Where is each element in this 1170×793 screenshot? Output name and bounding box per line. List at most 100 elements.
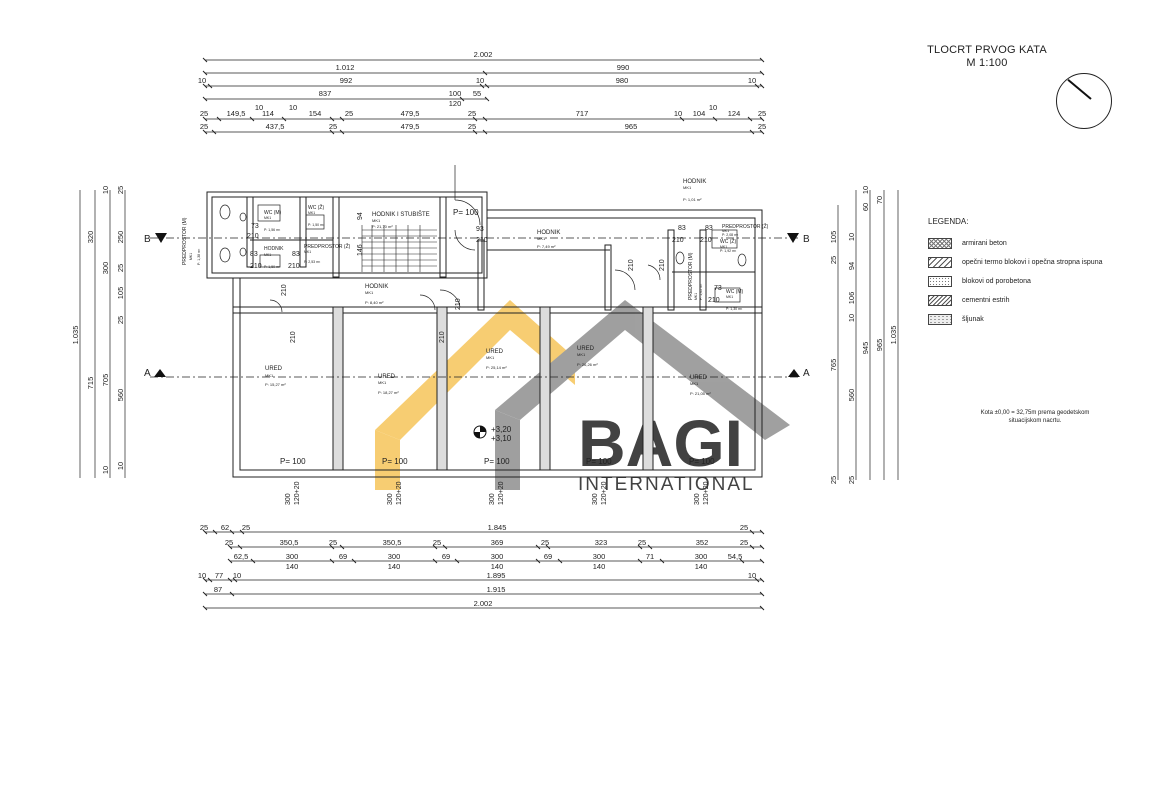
svg-text:WC (M): WC (M) [264, 210, 282, 216]
dim-left-total: 1.035 [71, 326, 80, 345]
elevation-note-line1: Kota ±0,00 = 32,75m prema geodetskom [980, 410, 1090, 416]
svg-text:MK1: MK1 [694, 293, 698, 300]
svg-text:210: 210 [247, 233, 259, 240]
svg-text:350,5: 350,5 [383, 538, 402, 547]
dots-swatch-icon [928, 276, 952, 287]
svg-text:WC (Ž): WC (Ž) [720, 237, 736, 245]
svg-text:P= 100: P= 100 [586, 457, 612, 466]
svg-text:P: 26,26 m²: P: 26,26 m² [577, 362, 598, 367]
svg-text:140: 140 [491, 562, 504, 571]
dim-right-15: 25 [847, 476, 856, 484]
svg-text:350,5: 350,5 [280, 538, 299, 547]
dim-top-17: 114 [262, 109, 274, 118]
level-marker: +3,20 +3,10 [473, 425, 512, 443]
svg-text:210: 210 [628, 259, 635, 271]
svg-text:MK1: MK1 [726, 295, 733, 299]
svg-text:1.915: 1.915 [487, 585, 506, 594]
dim-top-13: 10 [289, 103, 297, 112]
left-dimension-labels: 1.035 715 320 300 250 25 705 105 25 560 … [71, 186, 125, 474]
svg-text:URED: URED [378, 374, 396, 380]
svg-text:83: 83 [705, 225, 713, 232]
svg-text:P: 1,30 m²: P: 1,30 m² [726, 307, 743, 311]
svg-text:25: 25 [200, 523, 208, 532]
svg-text:140: 140 [388, 562, 401, 571]
svg-text:MK1: MK1 [486, 355, 495, 360]
svg-text:62,5: 62,5 [234, 552, 249, 561]
svg-text:369: 369 [491, 538, 504, 547]
svg-text:73: 73 [251, 223, 259, 230]
dim-top-25: 124 [728, 109, 741, 118]
section-markers: B B A A [144, 233, 810, 379]
svg-text:300: 300 [695, 552, 708, 561]
svg-text:URED: URED [265, 366, 283, 372]
svg-text:P= 100: P= 100 [280, 457, 306, 466]
dim-right-4: 560 [847, 389, 856, 402]
dim-top-6: 980 [616, 76, 629, 85]
svg-text:HODNIK I STUBIŠTE: HODNIK I STUBIŠTE [372, 211, 430, 218]
dim-right-8: 94 [847, 262, 856, 270]
dim-top-27: 25 [200, 122, 208, 131]
legend-title: LEGENDA: [928, 217, 969, 226]
legend-item-label: blokovi od porobetona [962, 278, 1031, 285]
svg-text:MK1: MK1 [690, 381, 699, 386]
svg-text:WC (Ž): WC (Ž) [308, 203, 324, 211]
dim-top-22: 717 [576, 109, 589, 118]
dim-top-16: 149,5 [227, 109, 246, 118]
svg-text:210: 210 [288, 263, 300, 270]
window-labels: P= 100 P= 100 P= 100 P= 100 P= 100 P= 10… [280, 208, 715, 466]
svg-text:210: 210 [672, 237, 684, 244]
left-dimensions [79, 190, 126, 478]
dim-left-6: 705 [101, 374, 110, 387]
svg-text:PREDPROSTOR (Ž): PREDPROSTOR (Ž) [722, 222, 769, 230]
svg-text:P: 1,50 m²: P: 1,50 m² [264, 265, 281, 269]
svg-text:10: 10 [748, 571, 756, 580]
svg-text:P: 7,49 m²: P: 7,49 m² [537, 244, 556, 249]
svg-text:210: 210 [700, 237, 712, 244]
dim-right-12: 10 [861, 186, 870, 194]
crosshatch-swatch-icon [928, 238, 952, 249]
svg-text:69: 69 [544, 552, 552, 561]
north-arrow-needle [1067, 78, 1092, 100]
svg-text:120+20: 120+20 [601, 481, 608, 505]
watermark-tagline: INTERNATIONAL [578, 474, 755, 495]
drawing-title-name: TLOCRT PRVOG KATA [927, 44, 1047, 56]
svg-text:25: 25 [433, 538, 441, 547]
svg-text:MK1: MK1 [372, 218, 381, 223]
dim-top-21: 25 [468, 109, 476, 118]
svg-text:120+20: 120+20 [396, 481, 403, 505]
dim-right-3: 765 [829, 359, 838, 372]
svg-text:25: 25 [740, 538, 748, 547]
svg-text:300: 300 [491, 552, 504, 561]
dim-top-5: 10 [476, 76, 484, 85]
gravel-swatch-icon [928, 314, 952, 325]
svg-text:P= 100: P= 100 [484, 457, 510, 466]
watermark-brand: BAGI [578, 406, 743, 480]
dim-top-9: 100 [449, 89, 462, 98]
dim-right-10: 10 [847, 314, 856, 322]
svg-text:210: 210 [439, 331, 446, 343]
svg-text:P: 21,70 m²: P: 21,70 m² [372, 224, 393, 229]
svg-text:300: 300 [285, 493, 292, 505]
svg-text:210: 210 [281, 284, 288, 296]
dim-left-10: 10 [101, 186, 110, 194]
svg-text:83: 83 [292, 251, 300, 258]
svg-text:77: 77 [215, 571, 223, 580]
svg-text:MK1: MK1 [537, 236, 546, 241]
dim-top-19: 25 [345, 109, 353, 118]
dim-left-1: 715 [86, 377, 95, 390]
svg-text:300: 300 [388, 552, 401, 561]
dim-top-4: 992 [340, 76, 353, 85]
dim-top-31: 25 [468, 122, 476, 131]
watermark-wall-yellow [375, 430, 400, 490]
hatch-swatch-icon [928, 257, 952, 268]
svg-text:93: 93 [476, 226, 484, 233]
svg-text:P= 100: P= 100 [689, 457, 715, 466]
